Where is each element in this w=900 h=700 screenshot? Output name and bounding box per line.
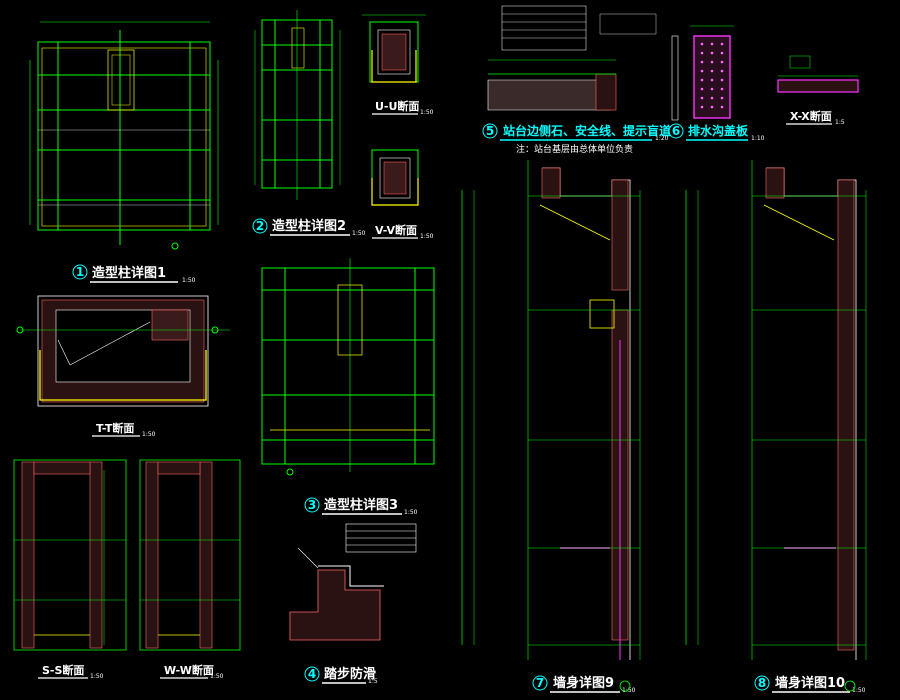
drain-hole xyxy=(710,78,714,82)
detail-4-scale: 1:5 xyxy=(368,678,378,685)
drain-hole xyxy=(700,105,704,109)
detail-4-title-text: 踏步防滑 xyxy=(324,666,376,682)
drain-hole xyxy=(710,96,714,100)
detail-5-platform-edge xyxy=(487,5,657,111)
u-u-section xyxy=(362,14,426,83)
u-u-title-text: U-U断面 xyxy=(375,99,419,113)
x-x-title: X-X断面 1:5 xyxy=(786,109,845,126)
drain-hole xyxy=(710,105,714,109)
detail-1-title: 1 造型柱详图1 1:50 xyxy=(72,264,196,284)
detail-7-wall-section xyxy=(461,160,641,660)
detail-2-elevation xyxy=(254,10,341,200)
detail-8-number: 8 xyxy=(758,676,766,690)
detail-4-number: 4 xyxy=(308,667,316,681)
drain-hole xyxy=(720,51,724,55)
detail-7-title-text: 墙身详图9 xyxy=(553,675,614,691)
detail-4-stair xyxy=(289,523,417,641)
x-x-title-text: X-X断面 xyxy=(790,109,832,123)
detail-3-title: 3 造型柱详图3 1:50 xyxy=(304,497,418,516)
detail-7-scale: 1:50 xyxy=(622,687,636,694)
detail-2-scale: 1:50 xyxy=(352,230,366,237)
drain-hole xyxy=(710,69,714,73)
detail-5-number: 5 xyxy=(486,124,494,138)
t-t-title-text: T-T断面 xyxy=(96,421,134,435)
drain-cover-holes xyxy=(700,42,724,109)
detail-1-elevation xyxy=(29,21,219,250)
detail-6-drain-cover xyxy=(671,25,734,121)
detail-2-title: 2 造型柱详图2 1:50 xyxy=(252,218,366,237)
detail-4-title: 4 踏步防滑 1:5 xyxy=(304,666,378,685)
u-u-scale: 1:50 xyxy=(420,109,434,116)
drain-hole xyxy=(710,42,714,46)
platform-base-note: 注：站台基层由总体单位负责 xyxy=(516,143,633,155)
detail-6-title: 6 排水沟盖板 1:10 xyxy=(668,123,765,142)
drain-hole xyxy=(720,105,724,109)
detail-8-title-text: 墙身详图10 xyxy=(775,675,845,691)
drain-hole xyxy=(700,60,704,64)
t-t-section xyxy=(16,295,230,407)
s-s-title-text: S-S断面 xyxy=(42,663,84,677)
drain-hole xyxy=(720,60,724,64)
drain-hole xyxy=(700,51,704,55)
detail-3-title-text: 造型柱详图3 xyxy=(324,497,398,513)
detail-5-title-text: 站台边侧石、安全线、提示盲道 xyxy=(503,123,671,138)
x-x-scale: 1:5 xyxy=(835,119,845,126)
drain-hole xyxy=(700,78,704,82)
drain-hole xyxy=(700,69,704,73)
drain-hole xyxy=(710,87,714,91)
w-w-section xyxy=(139,459,241,651)
detail-2-title-text: 造型柱详图2 xyxy=(272,218,346,234)
drain-hole xyxy=(720,96,724,100)
drain-hole xyxy=(720,87,724,91)
drain-hole xyxy=(720,78,724,82)
t-t-title: T-T断面 1:50 xyxy=(92,421,156,438)
detail-5-title: 5 站台边侧石、安全线、提示盲道 1:20 xyxy=(482,123,671,142)
drain-hole xyxy=(700,42,704,46)
s-s-title: S-S断面 1:50 xyxy=(38,663,104,680)
detail-7-number: 7 xyxy=(536,676,544,690)
drain-hole xyxy=(710,60,714,64)
w-w-title: W-W断面 1:50 xyxy=(160,663,224,680)
drain-hole xyxy=(710,51,714,55)
detail-7-title: 7 墙身详图9 1:50 xyxy=(532,675,636,694)
detail-5-scale: 1:20 xyxy=(655,135,669,142)
v-v-title: V-V断面 1:50 xyxy=(372,223,434,240)
detail-8-scale: 1:50 xyxy=(852,687,866,694)
detail-6-title-text: 排水沟盖板 xyxy=(688,123,749,138)
detail-1-scale: 1:50 xyxy=(182,277,196,284)
drain-hole xyxy=(700,87,704,91)
v-v-section xyxy=(371,149,419,206)
s-s-scale: 1:50 xyxy=(90,673,104,680)
detail-3-elevation xyxy=(261,258,435,476)
t-t-scale: 1:50 xyxy=(142,431,156,438)
detail-6-number: 6 xyxy=(672,124,680,138)
detail-2-number: 2 xyxy=(256,219,264,233)
detail-3-scale: 1:50 xyxy=(404,509,418,516)
detail-1-title-text: 造型柱详图1 xyxy=(92,265,166,281)
drain-hole xyxy=(720,69,724,73)
drain-hole xyxy=(720,42,724,46)
detail-8-wall-section xyxy=(685,160,867,660)
detail-3-number: 3 xyxy=(308,498,316,512)
detail-6-scale: 1:10 xyxy=(751,135,765,142)
detail-1-number: 1 xyxy=(76,265,84,279)
x-x-section xyxy=(777,55,859,93)
w-w-title-text: W-W断面 xyxy=(164,663,214,677)
u-u-title: U-U断面 1:50 xyxy=(372,99,434,116)
w-w-scale: 1:50 xyxy=(210,673,224,680)
drain-hole xyxy=(700,96,704,100)
v-v-title-text: V-V断面 xyxy=(375,223,417,237)
detail-8-title: 8 墙身详图10 1:50 xyxy=(754,675,866,694)
v-v-scale: 1:50 xyxy=(420,233,434,240)
s-s-section xyxy=(13,459,127,651)
